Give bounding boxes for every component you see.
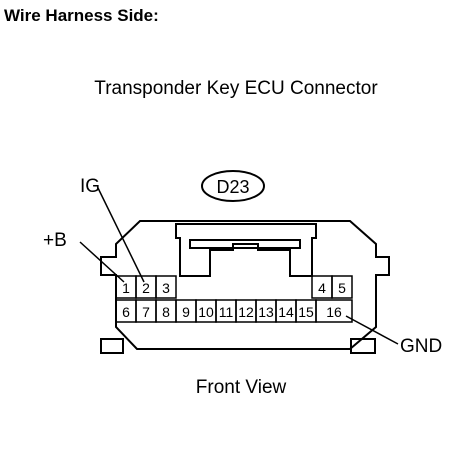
ig-leader <box>97 187 145 283</box>
pin-number: 9 <box>182 304 190 320</box>
section-heading: Wire Harness Side: <box>4 6 159 25</box>
connector-code: D23 <box>216 177 249 197</box>
pin-number: 1 <box>122 280 130 296</box>
leader-lines <box>79 187 399 345</box>
pin-number: 7 <box>142 304 150 320</box>
pin-cell-16 <box>315 299 353 323</box>
pin-number: 6 <box>122 304 130 320</box>
pin-number: 8 <box>162 304 170 320</box>
pin-cell-3 <box>155 275 177 299</box>
pin-number: 12 <box>238 304 254 320</box>
plus-b-label: +B <box>43 230 67 251</box>
pin-number: 11 <box>219 304 234 320</box>
gnd-label: GND <box>400 336 442 357</box>
connector-code-badge: D23 <box>201 170 265 202</box>
pin-grid <box>115 275 353 323</box>
pin-number: 3 <box>162 280 170 296</box>
plus-b-leader <box>79 241 125 283</box>
pin-number: 14 <box>278 304 294 320</box>
pin-numbers: 1 2 3 4 5 6 7 8 9 10 11 12 13 14 15 16 <box>122 280 346 320</box>
gnd-leader <box>345 315 399 345</box>
pin-number: 4 <box>318 280 326 296</box>
pin-cell-5 <box>331 275 353 299</box>
pin-number: 2 <box>142 280 150 296</box>
connector-title: Transponder Key ECU Connector <box>94 78 378 99</box>
pin-number: 16 <box>326 304 342 320</box>
front-view-label: Front View <box>196 377 287 398</box>
connector-housing <box>100 220 390 354</box>
ig-label: IG <box>80 176 100 197</box>
pin-number: 15 <box>298 304 314 320</box>
pin-number: 5 <box>338 280 346 296</box>
pin-number: 10 <box>198 304 214 320</box>
pin-number: 13 <box>258 304 274 320</box>
